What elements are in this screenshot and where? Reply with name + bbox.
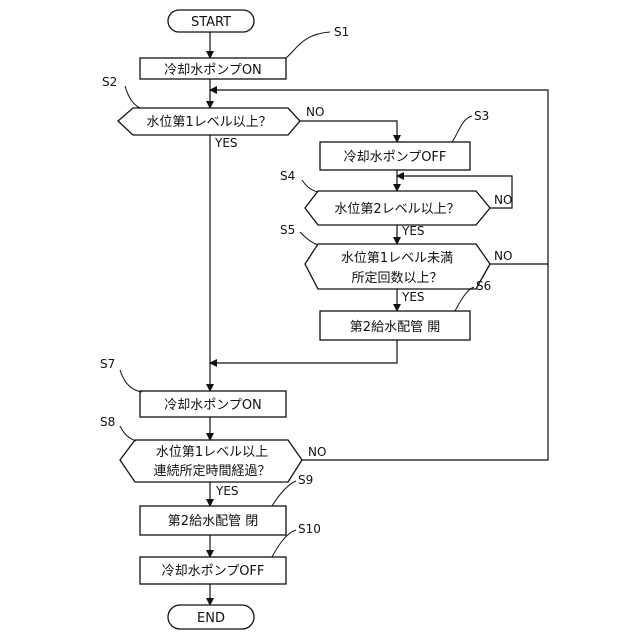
s1-text: 冷却水ポンプON	[164, 63, 262, 78]
s7-leader	[120, 370, 142, 392]
s8-text-line2: 連続所定時間経過？	[153, 464, 270, 479]
s6-leader	[455, 287, 474, 311]
s5-text-line1: 水位第1レベル未満	[341, 251, 453, 266]
end-terminal: END	[168, 605, 254, 629]
s8-step-label: S8	[100, 415, 115, 429]
s2-step-label: S2	[102, 75, 117, 89]
s8-text-line1: 水位第1レベル以上	[156, 445, 268, 460]
s3-process: 冷却水ポンプOFF S3	[320, 109, 489, 170]
s4-no-label: NO	[494, 193, 512, 207]
s1-leader	[286, 32, 330, 58]
s9-text: 第2給水配管 閉	[168, 514, 258, 529]
s8-yes-label: YES	[215, 484, 239, 498]
s4-step-label: S4	[280, 169, 295, 183]
s8-decision: 水位第1レベル以上 連続所定時間経過？ S8 NO YES	[100, 415, 326, 498]
s6-step-label: S6	[476, 279, 491, 293]
s4-decision: 水位第2レベル以上？ S4 NO YES	[280, 169, 512, 238]
s5-no-label: NO	[494, 249, 512, 263]
s10-text: 冷却水ポンプOFF	[162, 564, 265, 579]
s2-yes-label: YES	[214, 136, 238, 150]
s8-leader	[120, 426, 136, 441]
arrow-s6-merge	[210, 340, 397, 363]
s6-text: 第2給水配管 開	[350, 320, 440, 335]
s3-text: 冷却水ポンプOFF	[344, 150, 447, 165]
s2-no-label: NO	[306, 105, 324, 119]
end-label: END	[197, 611, 225, 626]
s3-leader	[452, 116, 472, 142]
s2-text: 水位第1レベル以上？	[146, 115, 271, 130]
s5-leader	[300, 232, 318, 245]
s7-step-label: S7	[100, 357, 115, 371]
s2-leader	[125, 86, 140, 108]
s1-step-label: S1	[334, 25, 349, 39]
s5-yes-label: YES	[401, 290, 425, 304]
s3-step-label: S3	[474, 109, 489, 123]
s10-step-label: S10	[298, 522, 321, 536]
s7-process: 冷却水ポンプON S7	[100, 357, 286, 417]
s2-decision: 水位第1レベル以上？ S2 NO YES	[102, 75, 324, 150]
s7-text: 冷却水ポンプON	[164, 398, 262, 413]
s9-leader	[272, 481, 296, 506]
s1-process: 冷却水ポンプON S1	[140, 25, 349, 79]
s4-text: 水位第2レベル以上？	[334, 202, 459, 217]
s4-leader	[302, 180, 318, 192]
s5-text-line2: 所定回数以上？	[351, 271, 442, 286]
start-terminal: START	[168, 10, 254, 32]
s4-yes-label: YES	[401, 224, 425, 238]
s8-no-label: NO	[308, 445, 326, 459]
start-label: START	[191, 15, 231, 30]
s5-step-label: S5	[280, 223, 295, 237]
arrow-s2-no-s3	[300, 121, 397, 142]
s9-step-label: S9	[298, 473, 313, 487]
